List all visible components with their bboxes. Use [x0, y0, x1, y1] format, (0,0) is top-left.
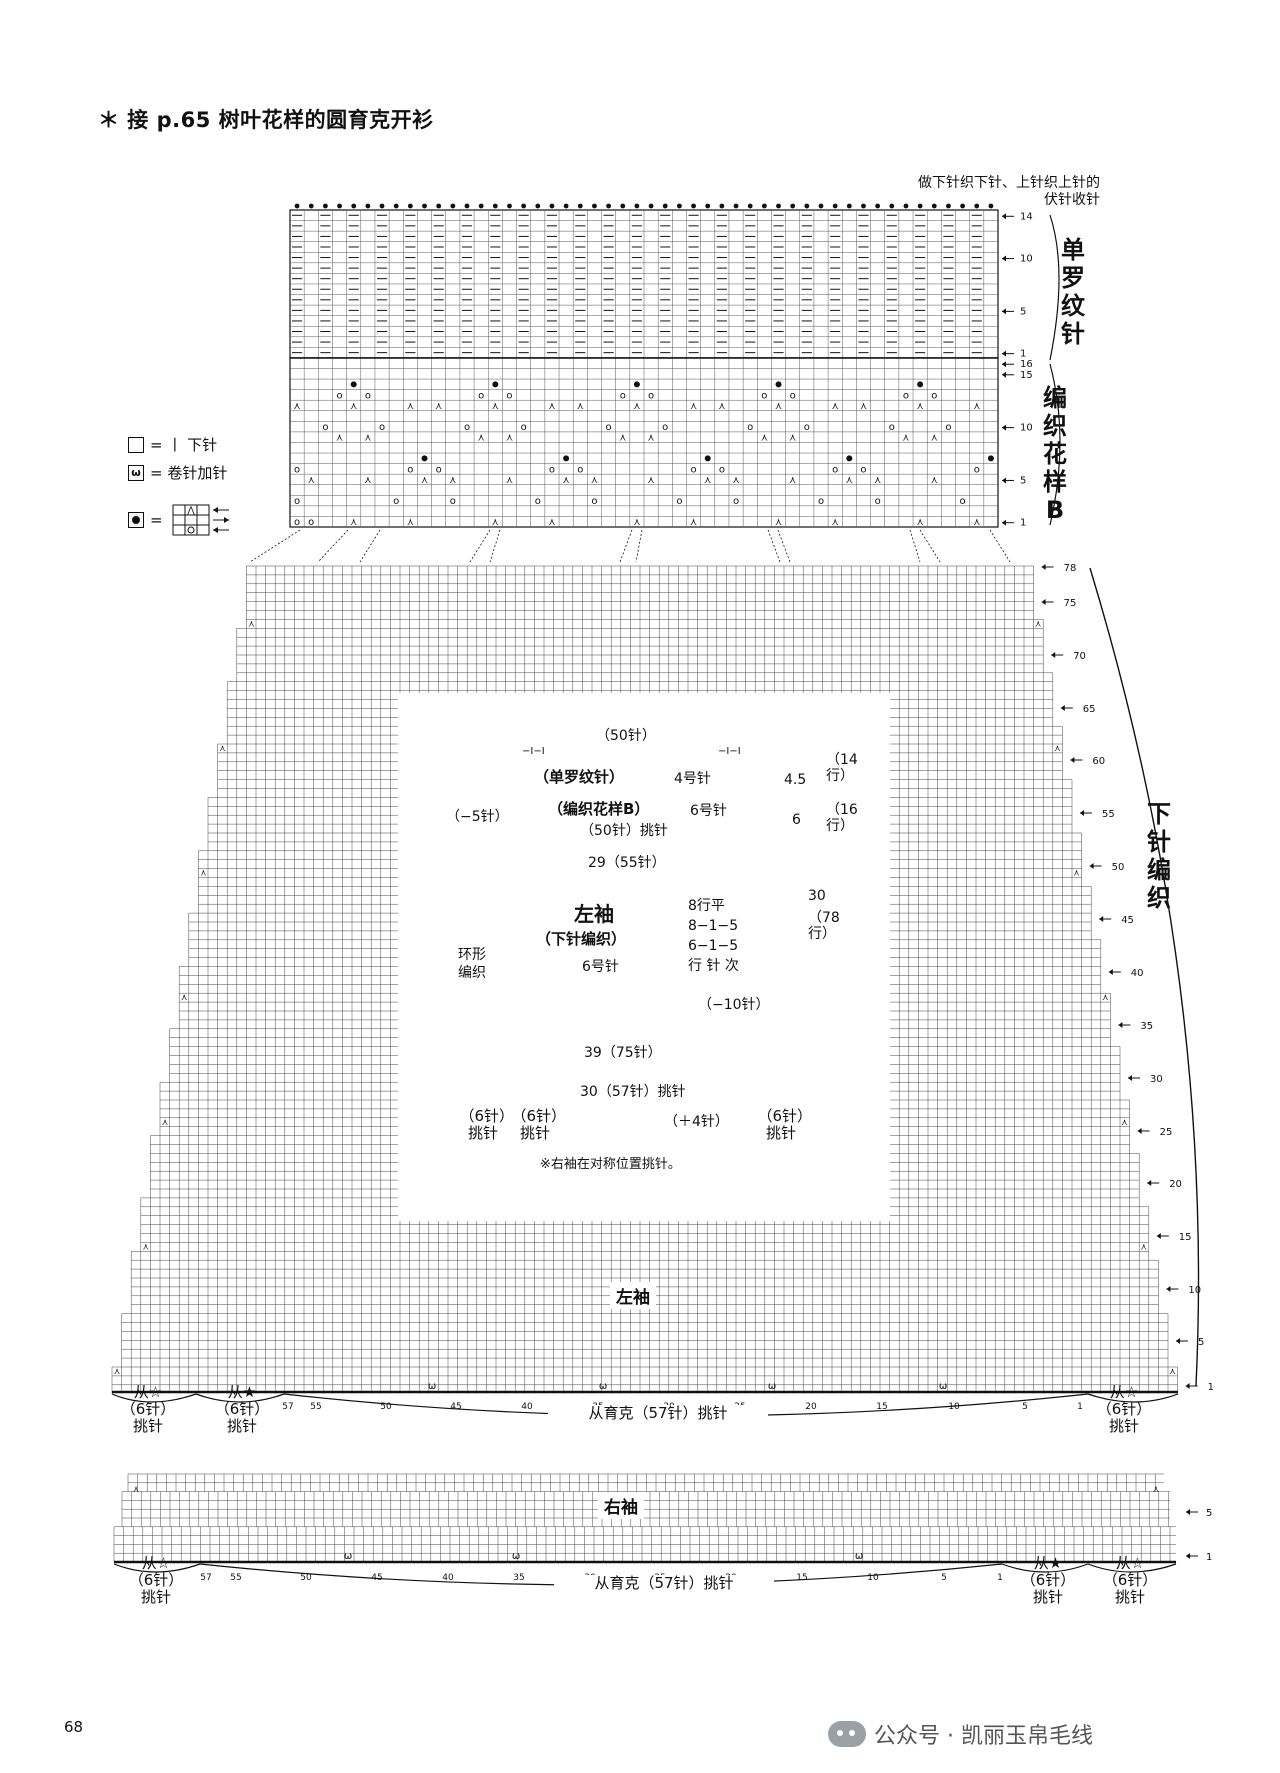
bind-off-dot — [634, 203, 640, 209]
bind-off-dot — [478, 203, 484, 209]
bind-off-dot — [846, 203, 852, 209]
bind-off-dot — [351, 203, 357, 209]
bind-off-dot — [818, 203, 824, 209]
bind-off-dot — [931, 203, 937, 209]
bind-off-dot — [832, 203, 838, 209]
bind-off-dot — [790, 203, 796, 209]
bind-off-dot — [903, 203, 909, 209]
bind-off-dot — [620, 203, 626, 209]
bind-off-dot — [662, 203, 668, 209]
bind-off-dot — [875, 203, 881, 209]
bind-off-dot — [719, 203, 725, 209]
bind-off-dot — [422, 203, 427, 209]
bind-off-dot — [407, 203, 413, 209]
bind-off-dot — [592, 203, 597, 209]
bind-off-dot — [804, 203, 810, 209]
bind-off-dot — [308, 203, 314, 209]
bind-off-dot — [776, 203, 781, 209]
bind-off-dot — [450, 203, 456, 209]
bind-off-dot — [464, 203, 470, 209]
bind-off-dot — [988, 203, 994, 209]
bind-off-dot — [507, 203, 512, 209]
bind-off-dot — [960, 203, 965, 209]
bind-off-dot — [861, 203, 866, 209]
bind-off-dot — [436, 203, 442, 209]
bind-off-dot — [606, 203, 611, 209]
bind-off-dot — [889, 203, 895, 209]
bind-off-dot — [337, 203, 342, 209]
bind-off-dot — [294, 203, 300, 209]
bind-off-dot — [365, 203, 371, 209]
bind-off-dot — [521, 203, 527, 209]
bind-off-dot — [705, 203, 711, 209]
bind-off-dot — [648, 203, 654, 209]
bind-off-dot — [733, 203, 739, 209]
bind-off-dot — [677, 203, 682, 209]
bind-off-dot — [974, 203, 980, 209]
bind-off-dot — [691, 203, 696, 209]
bind-off-dot — [946, 203, 951, 209]
bind-off-dot — [761, 203, 767, 209]
bind-off-dot — [379, 203, 385, 209]
bind-off-dot — [492, 203, 498, 209]
bind-off-dot — [563, 203, 569, 209]
bind-off-dot — [323, 203, 328, 209]
bind-off-dot — [549, 203, 555, 209]
bind-off-dot — [917, 203, 923, 209]
bind-off-dot — [535, 203, 541, 209]
bind-off-dot — [747, 203, 753, 209]
bind-off-dot — [393, 203, 399, 209]
yoke-chart-grid — [289, 203, 999, 528]
bind-off-dot — [577, 203, 583, 209]
